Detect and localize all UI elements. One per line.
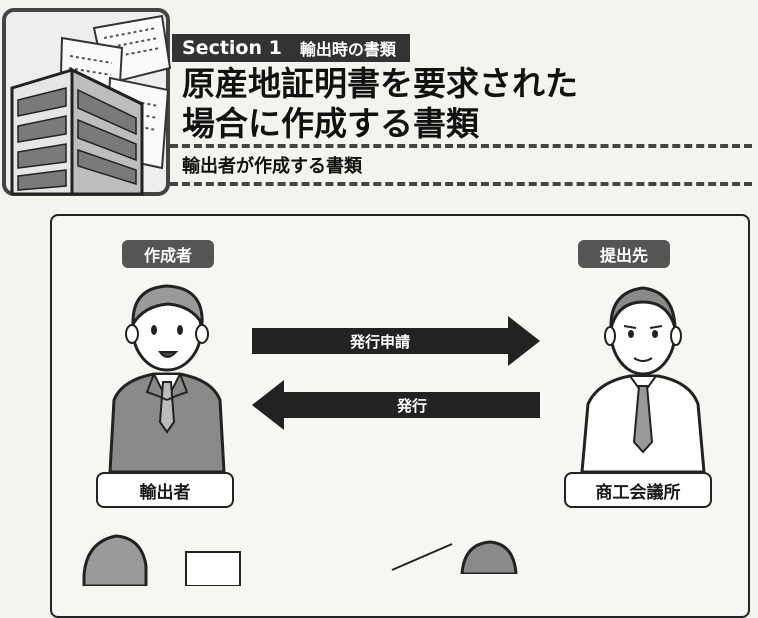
arrow-left xyxy=(252,380,540,430)
issuance-arrow-label: 発行 xyxy=(396,396,427,415)
application-arrow-label: 発行申請 xyxy=(349,332,410,351)
exporter-label: 輸出者 xyxy=(96,472,234,508)
section-subtitle: 輸出時の書類 xyxy=(299,40,396,59)
diagram-panel: 作成者 提出先 発行申請 発行 輸出者 商工 xyxy=(50,214,750,618)
chamber-figure xyxy=(580,286,706,474)
bottom-right-figure xyxy=(391,540,518,574)
exporter-figure xyxy=(108,284,226,474)
section-label: Section 1 輸出時の書類 xyxy=(172,34,410,62)
divider xyxy=(170,144,752,148)
arrow-right xyxy=(252,316,540,366)
chamber-label: 商工会議所 xyxy=(564,472,712,508)
divider xyxy=(170,182,752,186)
section-number: Section 1 xyxy=(182,37,282,59)
title-line-2: 場合に作成する書類 xyxy=(182,104,479,143)
recipient-badge: 提出先 xyxy=(578,240,670,268)
building-documents-illustration xyxy=(2,8,172,196)
page-subtitle: 輸出者が作成する書類 xyxy=(182,156,362,177)
bottom-left-figure xyxy=(82,534,241,586)
page-title: 原産地証明書を要求された 場合に作成する書類 xyxy=(182,64,578,144)
title-line-1: 原産地証明書を要求された xyxy=(182,64,578,103)
creator-badge: 作成者 xyxy=(122,240,214,268)
building-icon xyxy=(10,67,144,196)
